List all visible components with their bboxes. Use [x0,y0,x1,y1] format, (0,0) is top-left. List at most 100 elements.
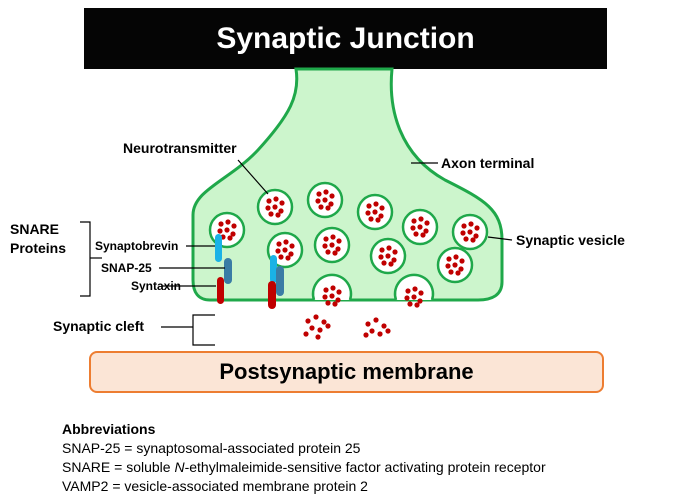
neurotransmitter-dot [330,234,336,240]
postsynaptic-membrane: Postsynaptic membrane [89,351,604,393]
fusing-vesicle-outline [311,273,353,301]
neurotransmitter-dot [423,228,429,234]
neurotransmitter-dot [265,205,271,211]
neurotransmitter-dot [275,212,281,218]
neurotransmitter-dot [328,201,334,207]
synaptobrevin-protein [215,234,222,262]
neurotransmitter-dot [460,230,466,236]
neurotransmitter-dot [445,263,451,269]
syntaxin-protein [268,281,276,309]
snare-label-line2: Proteins [10,240,66,256]
neurotransmitter-dot [230,231,236,237]
neurotransmitter-dot [329,293,335,299]
synaptobrevin-protein [270,255,277,283]
syntaxin-label: Syntaxin [131,279,181,293]
neurotransmitter-dot [452,262,458,268]
neurotransmitter-label: Neurotransmitter [123,140,237,156]
neurotransmitter-dot [323,189,329,195]
neurotransmitter-dot [392,249,398,255]
neurotransmitter-dot [332,301,338,307]
neurotransmitter-dot [458,266,464,272]
snare-proteins [215,234,284,309]
neurotransmitter-dot [278,208,284,214]
released-neurotransmitter-dot [385,328,391,334]
neurotransmitter-dot [385,253,391,259]
syntaxin-protein [217,277,224,304]
neurotransmitter-dot [414,302,420,308]
released-neurotransmitter-dot [321,319,327,325]
neurotransmitter-dot [322,243,328,249]
neurotransmitter-dot [325,300,331,306]
neurotransmitter-dot [329,242,335,248]
neurotransmitter-dot [417,298,423,304]
neurotransmitter-dot [413,231,419,237]
released-neurotransmitter-dot [317,327,323,333]
neurotransmitter-dot [411,218,417,224]
neurotransmitter-dot [273,196,279,202]
neurotransmitter-dot [288,251,294,257]
neurotransmitter-dot [418,290,424,296]
synaptic-cleft-label: Synaptic cleft [53,318,144,334]
neurotransmitter-dot [336,289,342,295]
neurotransmitter-dot [335,297,341,303]
abbreviation-snap25: SNAP-25 = synaptosomal-associated protei… [62,440,361,456]
neurotransmitter-dot [407,301,413,307]
neurotransmitter-dot [217,228,223,234]
snap25-protein [276,266,284,296]
neurotransmitter-dot [463,236,469,242]
released-neurotransmitter-dot [369,328,375,334]
released-neurotransmitter-dot [315,334,321,340]
neurotransmitter-dot [412,286,418,292]
neurotransmitter-dot [446,256,452,262]
neurotransmitter-dots [217,189,480,340]
neurotransmitter-dot [325,249,331,255]
neurotransmitter-dot [225,219,231,225]
neurotransmitter-dot [275,248,281,254]
neurotransmitter-dot [323,236,329,242]
abbreviation-vamp2: VAMP2 = vesicle-associated membrane prot… [62,478,368,494]
neurotransmitter-dot [322,197,328,203]
diagram-title: Synaptic Junction [216,21,475,55]
neurotransmitter-dot [282,247,288,253]
postsynaptic-label: Postsynaptic membrane [219,359,474,384]
neurotransmitter-dot [468,221,474,227]
abbreviations-heading: Abbreviations [62,421,156,437]
neurotransmitter-dot [218,221,224,227]
axon-terminal-label: Axon terminal [441,155,534,171]
neurotransmitter-dot [448,269,454,275]
neurotransmitter-dot [285,255,291,261]
abbreviation-snare-italic: N [174,459,185,475]
neurotransmitter-dot [279,200,285,206]
neurotransmitter-dot [368,216,374,222]
neurotransmitter-dot [372,209,378,215]
released-neurotransmitter-dot [363,332,369,338]
neurotransmitter-dot [455,270,461,276]
neurotransmitter-dot [278,254,284,260]
fusing-vesicle-outline [393,273,435,301]
neurotransmitter-dot [386,245,392,251]
snare-label-line1: SNARE [10,221,59,237]
synaptobrevin-label: Synaptobrevin [95,239,178,253]
neurotransmitter-dot [336,238,342,244]
abbreviations-block: Abbreviations SNAP-25 = synaptosomal-ass… [62,420,546,496]
released-neurotransmitter-dot [381,323,387,329]
released-neurotransmitter-dot [365,321,371,327]
snap25-label: SNAP-25 [101,261,152,275]
released-neurotransmitter-dot [325,323,331,329]
neurotransmitter-dot [388,261,394,267]
released-neurotransmitter-dot [303,331,309,337]
snap25-protein [224,258,232,284]
synaptic-vesicle-label: Synaptic vesicle [516,232,625,248]
neurotransmitter-dot [316,191,322,197]
neurotransmitter-dot [424,220,430,226]
neurotransmitter-dot [323,287,329,293]
neurotransmitter-dot [268,211,274,217]
title-banner: Synaptic Junction [84,8,607,69]
neurotransmitter-dot [366,203,372,209]
neurotransmitter-dot [332,250,338,256]
abbreviation-snare-suffix: -ethylmaleimide-sensitive factor activat… [184,459,546,475]
neurotransmitter-dot [418,216,424,222]
neurotransmitter-dot [381,260,387,266]
neurotransmitter-dot [373,201,379,207]
neurotransmitter-dot [318,204,324,210]
